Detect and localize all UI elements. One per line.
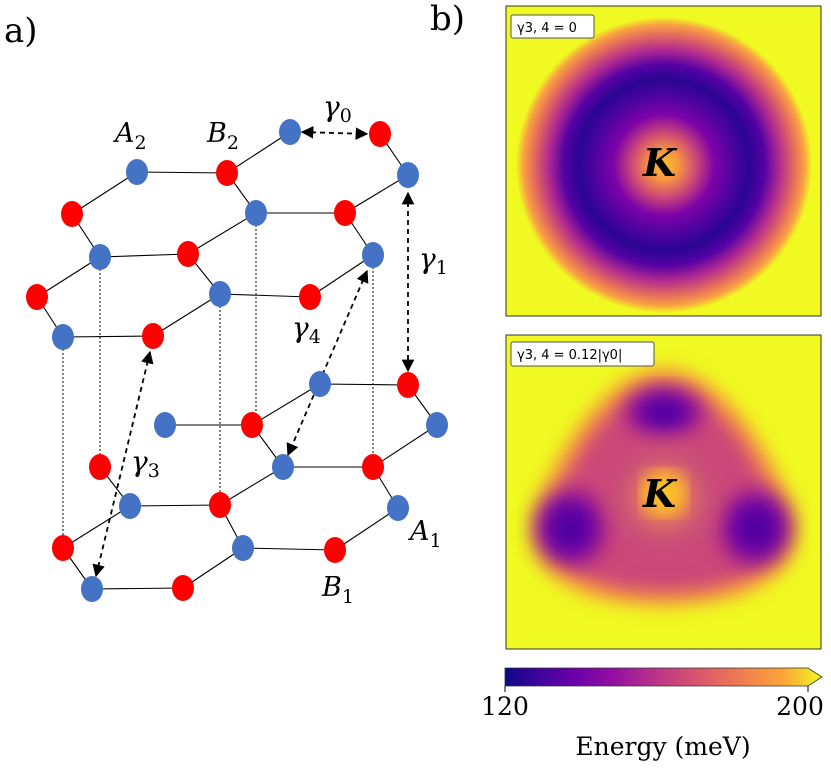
gamma4-arrow	[286, 269, 369, 457]
atom-b	[299, 284, 321, 310]
colorbar-max-label: 200	[776, 692, 824, 721]
atom-a	[52, 324, 74, 350]
atom-b	[369, 121, 391, 147]
energy-map-top	[506, 6, 821, 316]
atom-a	[279, 119, 301, 145]
panel-b-label: b)	[430, 0, 465, 39]
energy-map-bottom	[506, 335, 821, 649]
atom-a	[89, 244, 111, 270]
bottom-map-inset-box	[510, 341, 655, 367]
atom-a	[119, 493, 141, 519]
atom-b	[397, 372, 419, 398]
atom-b	[241, 412, 263, 438]
atom-a	[232, 535, 254, 561]
gamma0-arrow	[300, 126, 369, 140]
bottom-map-k-label: K	[642, 471, 678, 516]
atom-b	[26, 284, 48, 310]
atom-b	[177, 241, 199, 267]
panel-a-label: a)	[4, 11, 38, 51]
atom-a	[397, 162, 419, 188]
atom-a	[272, 454, 294, 480]
colorbar-min-label: 120	[481, 692, 529, 721]
label-A2: A2	[112, 118, 147, 154]
colorbar	[504, 667, 823, 692]
atom-a	[387, 495, 409, 521]
top-map-frame	[505, 5, 822, 317]
atom-a	[309, 371, 331, 397]
atom-b	[52, 535, 74, 561]
atom-b	[142, 323, 164, 349]
top-map-inset-text: γ3, 4 = 0	[517, 21, 577, 36]
atom-b	[209, 492, 231, 518]
label-gamma4: γ4	[292, 311, 321, 348]
atom-a	[154, 412, 176, 438]
top-map-inset-box	[510, 14, 595, 39]
top-map-k-label: K	[642, 140, 678, 185]
atom-b	[334, 200, 356, 226]
atom-b	[172, 575, 194, 601]
label-B2: B2	[206, 118, 239, 154]
atom-b	[216, 160, 238, 186]
bottom-map-frame	[505, 334, 822, 650]
atom-b	[61, 201, 83, 227]
atom-a	[426, 412, 448, 438]
label-gamma3: γ3	[131, 445, 160, 482]
colorbar-title: Energy (meV)	[575, 732, 750, 761]
bottom-map-inset-text: γ3, 4 = 0.12|γ0|	[517, 348, 622, 363]
atom-a	[245, 200, 267, 226]
atom-a	[126, 159, 148, 185]
label-A1: A1	[407, 516, 442, 552]
atom-a	[362, 242, 384, 268]
atom-a	[209, 281, 231, 307]
bilayer-lattice: A2 B2 A1 B1 γ0 γ1 γ4 γ3	[26, 90, 448, 608]
hopping-arrows	[92, 126, 415, 578]
atom-b	[324, 537, 346, 563]
atom-b	[362, 454, 384, 480]
gamma3-arrow	[92, 350, 154, 578]
label-gamma1: γ1	[419, 242, 448, 279]
label-B1: B1	[321, 572, 354, 608]
label-gamma0: γ0	[323, 90, 352, 127]
atom-b	[89, 454, 111, 480]
atom-a	[81, 576, 103, 602]
atoms	[26, 119, 448, 602]
